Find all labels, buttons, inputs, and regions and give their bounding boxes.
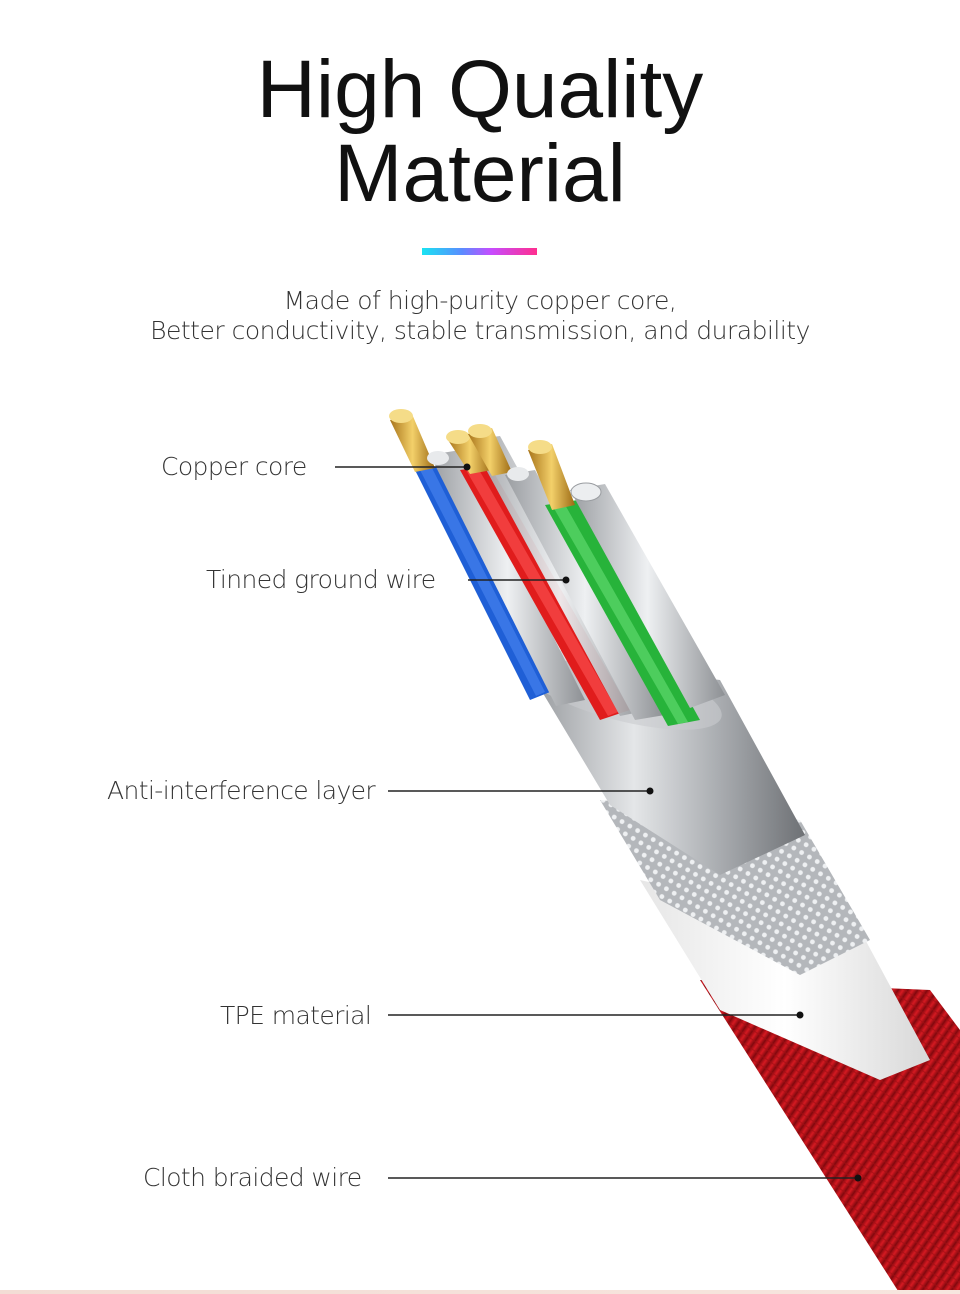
label-tpe-material: TPE material (220, 1001, 372, 1030)
subtitle-line-1: Made of high-purity copper core, (283, 286, 677, 315)
subtitle-line-2: Better conductivity, stable transmission… (150, 316, 810, 345)
label-cloth-braided-wire: Cloth braided wire (143, 1163, 362, 1192)
label-tinned-ground-wire: Tinned ground wire (206, 565, 436, 594)
title-line-1: High Quality (256, 44, 704, 135)
subtitle: Made of high-purity copper core, Better … (0, 286, 960, 346)
accent-divider (422, 248, 537, 255)
callout-dots (463, 463, 862, 1182)
label-copper-core: Copper core (161, 452, 307, 481)
footer-strip (0, 1290, 960, 1294)
label-anti-interference-layer: Anti-interference layer (107, 776, 376, 805)
inner-wires (389, 409, 725, 726)
title-line-2: Material (334, 128, 626, 219)
mesh-shield (600, 800, 870, 975)
page-title: High Quality Material (0, 48, 960, 216)
callout-lines (335, 466, 858, 1179)
